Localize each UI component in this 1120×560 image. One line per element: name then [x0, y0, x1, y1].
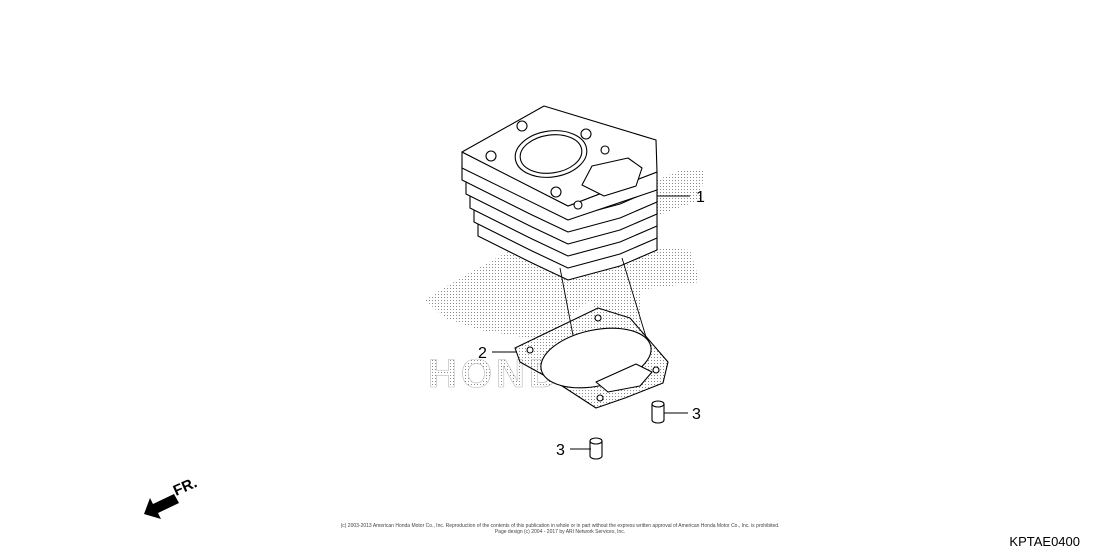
- gasket-hole: [526, 346, 534, 354]
- stud-hole: [600, 145, 610, 155]
- callout-1[interactable]: 1: [696, 189, 705, 206]
- stud-hole: [573, 200, 583, 210]
- leader-lines: [492, 195, 690, 450]
- stud-hole: [550, 186, 562, 198]
- cam-chain-opening: [581, 157, 643, 197]
- gasket-hole: [652, 366, 660, 374]
- stud-hole: [580, 128, 592, 140]
- gasket-hole: [594, 314, 602, 322]
- callout-3-left[interactable]: 3: [556, 442, 565, 459]
- gasket-part[interactable]: [514, 307, 669, 409]
- cylinder-part[interactable]: [461, 105, 658, 281]
- front-direction-indicator: FR.: [144, 474, 200, 519]
- cylinder-bore-inner: [519, 134, 583, 174]
- callout-2[interactable]: 2: [478, 345, 487, 362]
- copyright-line-1: (c) 2003-2013 American Honda Motor Co., …: [340, 523, 780, 529]
- dowel-pin-right[interactable]: [651, 400, 665, 424]
- stud-hole: [516, 120, 528, 132]
- dowel-pin-left[interactable]: [589, 437, 603, 460]
- copyright-line-2: Page design (c) 2004 - 2017 by ARI Netwo…: [494, 529, 626, 535]
- callout-3-right[interactable]: 3: [692, 406, 701, 423]
- diagram-code: KPTAE0400: [1009, 534, 1080, 549]
- gasket-cam-opening: [595, 363, 653, 393]
- stud-hole: [485, 150, 497, 162]
- front-label: FR.: [171, 474, 200, 499]
- gasket-hole: [596, 394, 604, 402]
- front-arrow-icon: [144, 494, 179, 519]
